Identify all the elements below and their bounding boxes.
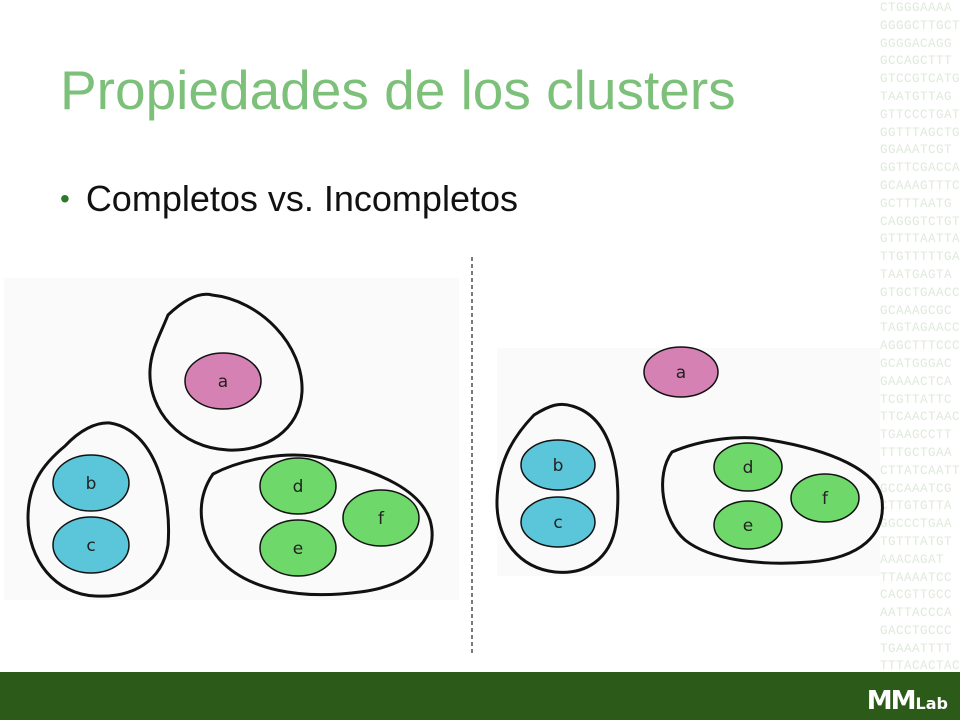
node-e: e	[259, 519, 337, 577]
bullet-list: • Completos vs. Incompletos	[60, 178, 518, 220]
cluster-outline-a	[148, 292, 304, 452]
dna-line: GTTTTAATTA	[880, 232, 960, 247]
node-f: f	[342, 489, 420, 547]
node-b: b	[520, 439, 596, 491]
node-label: e	[293, 539, 303, 559]
dna-line: TTCAACTAAC	[880, 410, 960, 425]
panel-complete: a b c d e f	[26, 292, 434, 598]
dna-line: CTGGGAAAA	[880, 1, 953, 15]
dna-line: TCGTTATTC	[880, 392, 953, 407]
node-label: b	[86, 474, 97, 494]
node-circle	[520, 439, 596, 491]
dna-sequence-decoration: CTGGGAAAA GGGGCTTGCT GGGGACAGG GCCAGCTTT GTC…	[880, 0, 960, 672]
dna-line: TAATGAGTA	[880, 267, 953, 282]
dna-line: TGAAGCCTT	[880, 428, 953, 443]
dna-line: GTTCCCTGAT	[880, 107, 960, 122]
dna-line: GCATGGGAC	[880, 356, 953, 371]
dna-line: AGGCTTTCCC	[880, 339, 960, 354]
dna-line: TGAAATTTT	[880, 641, 953, 656]
node-label: c	[553, 513, 562, 533]
dna-line: TTAAAATCC	[880, 570, 953, 585]
cluster-outline-bc	[26, 421, 171, 598]
dna-line: CAGGGTCTGT	[880, 214, 960, 229]
node-circle	[184, 352, 262, 410]
dna-line: TTGTTTTTGA	[880, 250, 960, 265]
node-circle	[790, 473, 860, 523]
node-label: d	[293, 477, 304, 497]
bullet-dot-icon: •	[60, 183, 70, 214]
node-circle	[713, 500, 783, 550]
panel-incomplete: a b c d e f	[495, 346, 884, 574]
dna-line: TAGTAGAACC	[880, 321, 960, 336]
node-c: c	[52, 516, 130, 574]
dna-line: GAAAACTCA	[880, 374, 953, 389]
bullet-item: • Completos vs. Incompletos	[60, 178, 518, 220]
dna-line: GCTTTAATG	[880, 196, 953, 211]
node-d: d	[713, 442, 783, 492]
node-label: a	[676, 363, 686, 383]
dna-line: GCCAGCTTT	[880, 54, 953, 69]
node-circle	[713, 442, 783, 492]
node-a: a	[643, 346, 719, 398]
dna-line: GGCCCTGAA	[880, 517, 953, 532]
dna-line: GGGGCTTGCT	[880, 18, 960, 33]
dna-line: CTTATCAATT	[880, 463, 960, 478]
node-label: e	[743, 516, 753, 536]
dna-line: GCAAAGCGC	[880, 303, 953, 318]
cluster-outline-def	[661, 436, 884, 565]
node-label: a	[218, 372, 228, 392]
node-label: b	[553, 456, 564, 476]
dna-line: GGAAATCGT	[880, 143, 953, 158]
node-e: e	[713, 500, 783, 550]
dna-line: AAACAGAT	[880, 552, 945, 567]
dna-line: GGGGACAGG	[880, 36, 953, 51]
dna-line: CTTGTGTTA	[880, 499, 953, 514]
node-d: d	[259, 457, 337, 515]
mmlab-logo: MM Lab	[867, 676, 948, 716]
dna-line: AATTACCCA	[880, 606, 953, 621]
node-c: c	[520, 496, 596, 548]
dna-line: CACGTTGCC	[880, 588, 953, 603]
dna-line: TTTACACTAC	[880, 659, 960, 672]
dna-line: GCAAAGTTTC	[880, 178, 960, 193]
dna-line: GTGCTGAACC	[880, 285, 960, 300]
cluster-outline-bc	[495, 402, 620, 574]
dna-line: GTCCGTCATG	[880, 72, 960, 87]
node-f: f	[790, 473, 860, 523]
node-label: c	[86, 536, 95, 556]
dna-line: GACCTGCCC	[880, 623, 953, 638]
node-circle	[52, 454, 130, 512]
dna-line: GGTTCGACCA	[880, 161, 960, 176]
bullet-text: Completos vs. Incompletos	[85, 178, 518, 219]
logo-suffix-text: Lab	[915, 694, 948, 713]
node-a: a	[184, 352, 262, 410]
dna-line: GGTTTAGCTG	[880, 125, 960, 140]
node-label: d	[743, 458, 754, 478]
node-b: b	[52, 454, 130, 512]
node-circle	[259, 519, 337, 577]
node-label: f	[822, 489, 829, 509]
logo-main-text: MM	[866, 686, 917, 716]
footer-bar: MM Lab	[0, 672, 960, 720]
dna-line: TTTGCTGAA	[880, 445, 953, 460]
node-label: f	[378, 509, 385, 529]
node-circle	[643, 346, 719, 398]
dna-line: TGTTTATGT	[880, 534, 953, 549]
node-circle	[52, 516, 130, 574]
slide-title: Propiedades de los clusters	[60, 59, 736, 121]
dna-line: GCCAAATCG	[880, 481, 953, 496]
node-circle	[342, 489, 420, 547]
node-circle	[520, 496, 596, 548]
node-circle	[259, 457, 337, 515]
dna-line: TAATGTTAG	[880, 89, 953, 104]
cluster-outline-def	[199, 453, 434, 597]
